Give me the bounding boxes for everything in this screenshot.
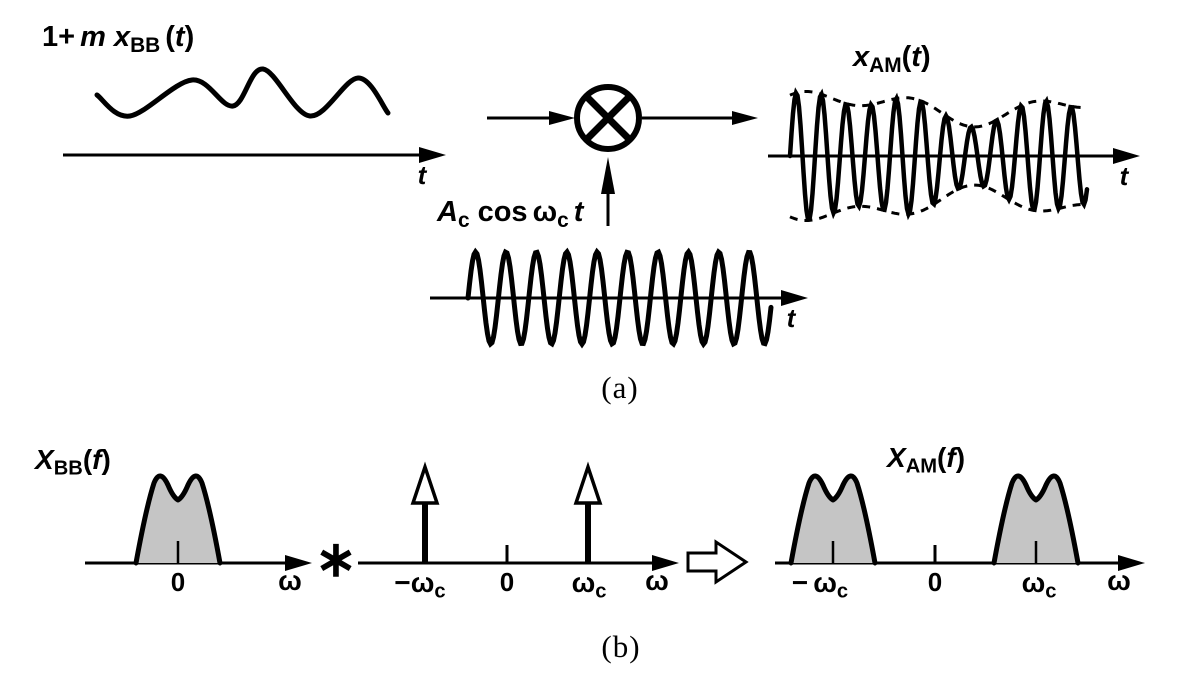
input-spectrum-hump — [133, 473, 223, 566]
output-axis-omega-label: ω — [1107, 565, 1131, 596]
mixer-input-arrow — [487, 111, 575, 125]
am-envelope-upper — [789, 90, 1088, 129]
am-output-label: xAM(t) — [853, 41, 931, 77]
input-spectrum-label: XBB(f) — [35, 444, 111, 480]
output-spectrum-hump-positive — [991, 473, 1081, 566]
impulse-neg-omega-label: −ωc — [394, 567, 446, 603]
input-omega-label: ω — [278, 565, 302, 596]
mixer-output-arrow — [642, 111, 758, 125]
carrier-axis-t-label: t — [786, 303, 796, 333]
impulse-zero-label: 0 — [499, 567, 515, 597]
am-envelope-lower — [789, 183, 1088, 222]
convolution-operator: ∗ — [315, 531, 357, 587]
output-spectrum-hump-negative — [788, 473, 878, 566]
baseband-axis-t-label: t — [417, 160, 427, 190]
carrier-waveform — [465, 247, 774, 349]
impulse-axis — [358, 555, 679, 571]
caption-a: (a) — [601, 370, 639, 405]
output-spectrum-label: XAM(f) — [887, 442, 966, 478]
caption-b: (b) — [601, 629, 641, 664]
output-zero-label: 0 — [927, 567, 943, 597]
impulse-pos-omega-label: ωc — [571, 567, 607, 603]
output-pos-omega-label: ωc — [1021, 567, 1057, 603]
baseband-time-axis — [63, 147, 446, 163]
result-arrow-icon — [686, 539, 749, 585]
input-zero-label: 0 — [170, 567, 186, 597]
impulse-negative — [410, 461, 440, 563]
baseband-signal-label: 1+m xBB(t) — [42, 21, 195, 57]
impulse-positive — [573, 461, 603, 563]
mixer-multiplier-icon — [574, 84, 642, 152]
impulse-axis-omega-label: ω — [645, 565, 669, 596]
am-axis-t-label: t — [1119, 161, 1129, 191]
baseband-waveform — [94, 66, 391, 119]
am-waveform — [787, 87, 1090, 222]
output-neg-omega-label: −ωc — [791, 567, 849, 603]
carrier-input-arrow — [601, 157, 615, 226]
